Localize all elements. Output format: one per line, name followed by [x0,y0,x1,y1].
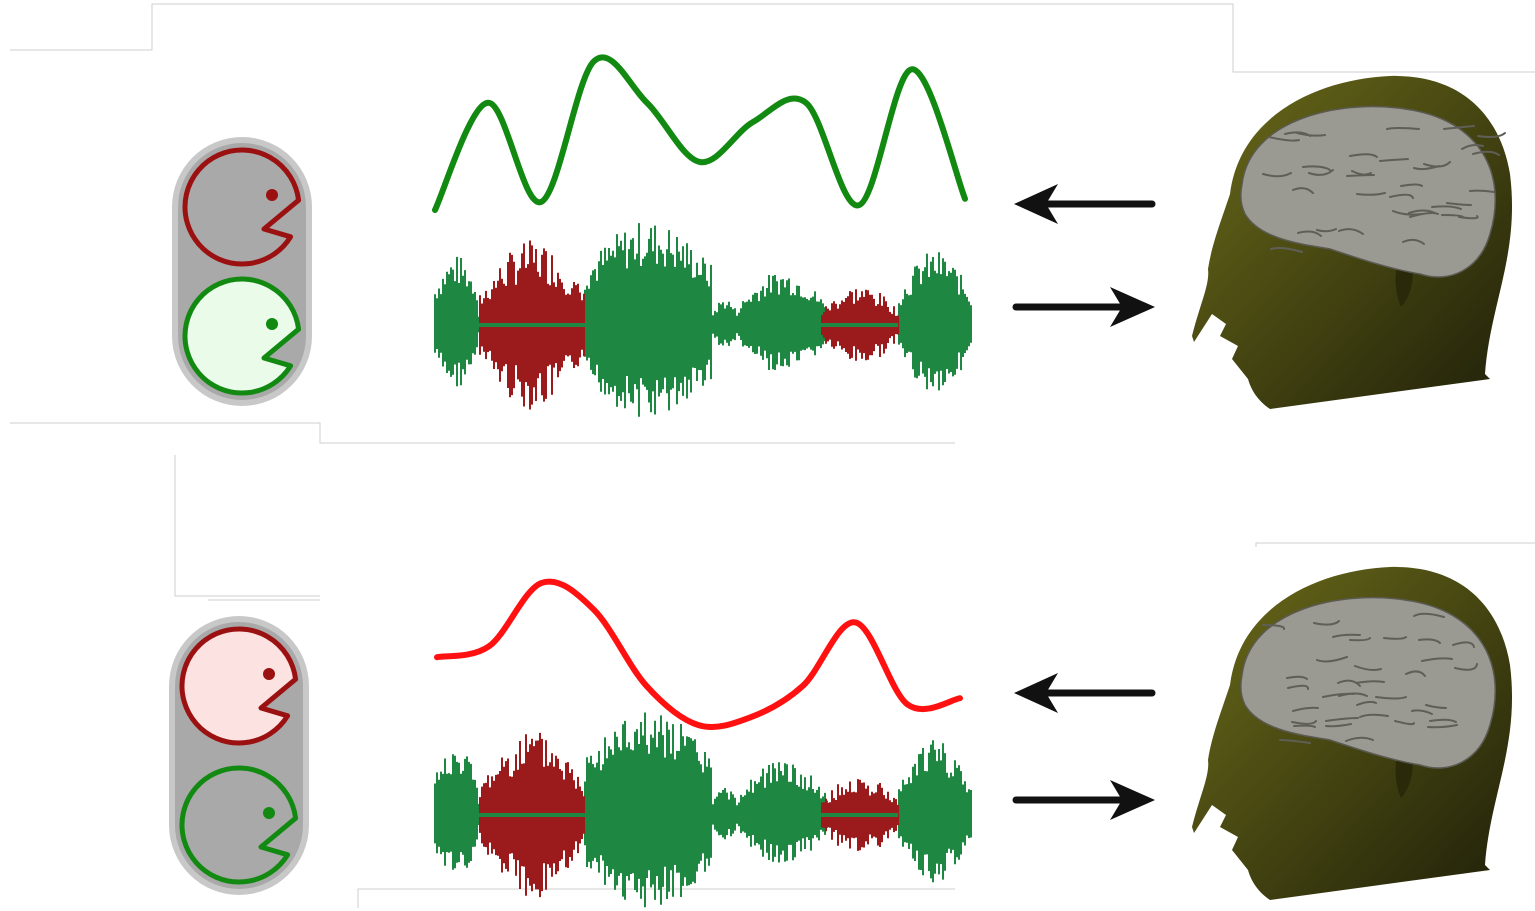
speech-waveforms [434,223,972,417]
head-with-brain [1192,75,1513,409]
indicator-face-green [179,765,299,885]
arrows [1012,184,1156,327]
arrow-left-head [1014,184,1058,224]
panel-attend-green [0,0,1535,455]
brain-gyri [1262,125,1506,253]
panel-frame [174,455,320,597]
face-eye [266,189,278,201]
panel-frame [10,3,1535,73]
indicator-face-green [182,276,302,396]
panel-attend-red-svg [169,455,1535,908]
speaker-indicator [172,137,312,406]
attention-envelope-line [432,54,968,213]
arrow-right-head [1110,287,1155,327]
brain-gyri [1262,612,1478,744]
face-red [182,147,302,267]
face-eye [263,807,275,819]
brain [1240,105,1497,278]
face-green [179,765,299,885]
arrow-left-head [1014,673,1058,713]
speaker-indicator [169,616,309,895]
panel-frame-right [1255,542,1535,547]
indicator-face-red [179,626,299,746]
panel-frame-bottom [10,422,955,444]
face-eye [263,668,275,680]
head-with-brain [1192,566,1513,900]
panel-attend-red [0,455,1535,910]
panel-frame-bottom [357,888,955,908]
face-eye [266,318,278,330]
attention-envelope-line [434,578,963,731]
indicator-face-red [182,147,302,267]
arrows [1012,673,1156,820]
speech-waveforms [434,712,972,908]
face-red [179,626,299,746]
face-green [182,276,302,396]
panel-attend-green-svg [10,3,1535,444]
arrow-right-head [1110,780,1155,820]
